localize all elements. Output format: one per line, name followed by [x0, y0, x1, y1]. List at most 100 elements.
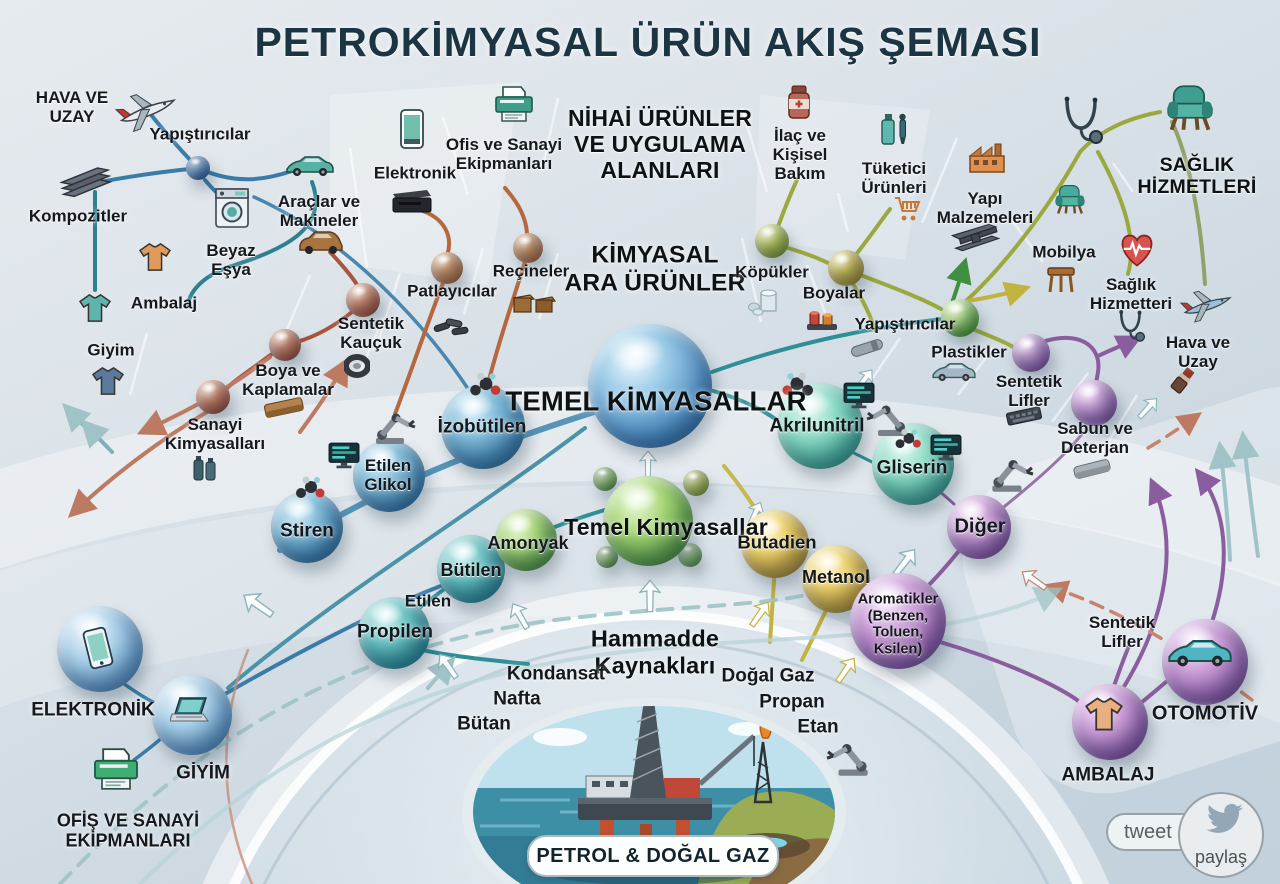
label-beyaz-esya: Beyaz Eşya — [206, 240, 256, 279]
car-icon — [286, 155, 334, 177]
sphere-aromatikler — [850, 573, 946, 669]
paint-cans-icon — [807, 311, 837, 330]
petrol-dogalgaz-label: PETROL & DOĞAL GAZ — [536, 844, 770, 867]
label-boya-kaplamalar: Boya ve Kaplamalar — [242, 360, 334, 399]
tshirt-icon — [1084, 696, 1124, 732]
label-aromatikler: Aromatikler (Benzen, Toluen, Ksilen) — [857, 591, 939, 658]
label-mobilya: Mobilya — [1032, 242, 1096, 262]
label-izobutilen: İzobütilen — [437, 416, 527, 438]
laptop-icon — [170, 697, 209, 722]
header-intermediates: KİMYASAL ARA ÜRÜNLER — [564, 241, 746, 296]
tweet-label: tweet — [1124, 820, 1172, 843]
node-paints — [828, 250, 864, 286]
label-butadien: Butadien — [737, 531, 817, 553]
molecule-icon — [466, 372, 504, 402]
label-sentetik-kaucuk: Sentetik Kauçuk — [337, 313, 405, 352]
label-sabun-deterjan: Sabun ve Deterjan — [1057, 418, 1133, 457]
automotive-car-icon — [1168, 638, 1232, 668]
label-plastikler: Plastikler — [931, 342, 1007, 362]
smartphone-icon — [400, 109, 424, 149]
sphere-etilen-glikol — [353, 440, 425, 512]
node-synthetic-rubber — [346, 283, 380, 317]
foam-icon — [748, 289, 777, 316]
robot-arm-icon — [984, 450, 1034, 494]
label-etan: Etan — [797, 716, 839, 738]
sphere-izobutilen — [441, 385, 525, 469]
label-otomotiv: OTOMOTİV — [1151, 702, 1259, 725]
printer-icon — [92, 748, 140, 790]
label-stiren: Stiren — [280, 520, 334, 542]
tshirt-icon — [138, 242, 172, 272]
label-butilen: Bütilen — [440, 559, 502, 580]
sphere-temel-kimyasallar-secondary — [603, 476, 693, 566]
keyboard-icon — [1005, 406, 1043, 426]
sphere-butadien — [741, 510, 809, 578]
label-sentetik-lifler-bottom: Sentetik Lifler — [1088, 612, 1156, 651]
label-giyim-left: Giyim — [87, 340, 135, 360]
label-boyalar: Boyalar — [802, 283, 866, 303]
label-ofis-ekipman-top: Ofis ve Sanayi Ekipmanları — [445, 134, 563, 173]
label-ambalaj-bottom: AMBALAJ — [1061, 764, 1155, 786]
label-yapistiricilar-right: Yapıştırıcılar — [854, 314, 956, 334]
label-etilen: Etilen — [404, 591, 452, 611]
printer-icon — [494, 86, 534, 122]
washing-machine-icon — [215, 188, 249, 228]
lipstick-icon — [1170, 367, 1195, 394]
label-recineler: Reçineler — [492, 261, 570, 281]
sphere-satellite — [593, 467, 617, 491]
label-elektronik-top: Elektronik — [373, 163, 457, 183]
robot-arm-icon — [826, 734, 876, 778]
label-sanayi-kimyasallari: Sanayi Kimyasalları — [164, 414, 266, 453]
paylas-button[interactable]: paylaş — [1178, 792, 1264, 878]
label-diger: Diğer — [954, 515, 1006, 538]
molecule-icon — [292, 476, 328, 504]
bottles-icon — [193, 456, 216, 481]
label-sentetik-lifler-right: Sentetik Lifler — [995, 371, 1063, 410]
node-synthetic-fibers — [1012, 334, 1050, 372]
label-ambalaj-left: Ambalaj — [130, 293, 198, 313]
ammunition-icon — [433, 318, 469, 336]
stool-icon — [1047, 267, 1075, 293]
node-plastics — [941, 299, 979, 337]
header-base-chemicals-main: TEMEL KİMYASALLAR — [505, 385, 807, 417]
label-propan: Propan — [759, 691, 825, 713]
stethoscope-icon — [1064, 96, 1103, 144]
label-saglik-hizmetteri: Sağlık Hizmetteri — [1089, 274, 1173, 313]
label-saglik-hizmetleri: SAĞLIK HİZMETLERİ — [1137, 153, 1257, 198]
sphere-diger — [947, 495, 1011, 559]
sphere-butilen — [437, 535, 505, 603]
label-gliserin: Gliserin — [876, 457, 948, 479]
divider-lines — [128, 97, 1139, 453]
suv-icon — [299, 231, 343, 254]
cosmetics-icon — [881, 113, 906, 145]
header-base-chemicals-secondary: Temel Kimyasallar — [564, 514, 768, 541]
eraser-icon — [264, 397, 304, 418]
label-kompozitler: Kompozitler — [28, 206, 128, 226]
label-elektronik-bottom: ELEKTRONİK — [31, 699, 155, 721]
tshirt-icon — [91, 366, 125, 396]
paylas-label: paylaş — [1194, 847, 1248, 867]
robot-arm-icon — [368, 404, 416, 446]
boxes-icon — [512, 294, 556, 313]
sphere-satellite — [596, 546, 618, 568]
medicine-bottle-icon — [788, 85, 810, 119]
heart-ecg-icon — [1121, 234, 1153, 267]
label-akrilunitril: Akrilunitril — [769, 415, 865, 437]
node-industrial-chemicals — [196, 380, 230, 414]
molecule-icon — [892, 428, 924, 454]
label-nafta: Nafta — [493, 688, 541, 710]
node-resins — [513, 233, 543, 263]
shopping-cart-icon — [895, 197, 921, 221]
label-butan: Bütan — [457, 713, 511, 735]
steel-beam-icon — [950, 223, 1001, 252]
sphere-satellite — [678, 543, 702, 567]
electronic-device-icon — [392, 190, 432, 213]
toy-car-icon — [932, 362, 976, 382]
page-title: PETROKİMYASAL ÜRÜN AKIŞ ŞEMASI — [254, 18, 1042, 65]
composite-beams-icon — [59, 167, 113, 198]
smartphone-icon — [82, 626, 114, 670]
glue-stick-icon — [851, 339, 883, 357]
sphere-amonyak — [495, 509, 557, 571]
label-yapi-malzemeleri: Yapı Malzemeleri — [936, 188, 1034, 227]
label-amonyak: Amonyak — [487, 532, 569, 553]
